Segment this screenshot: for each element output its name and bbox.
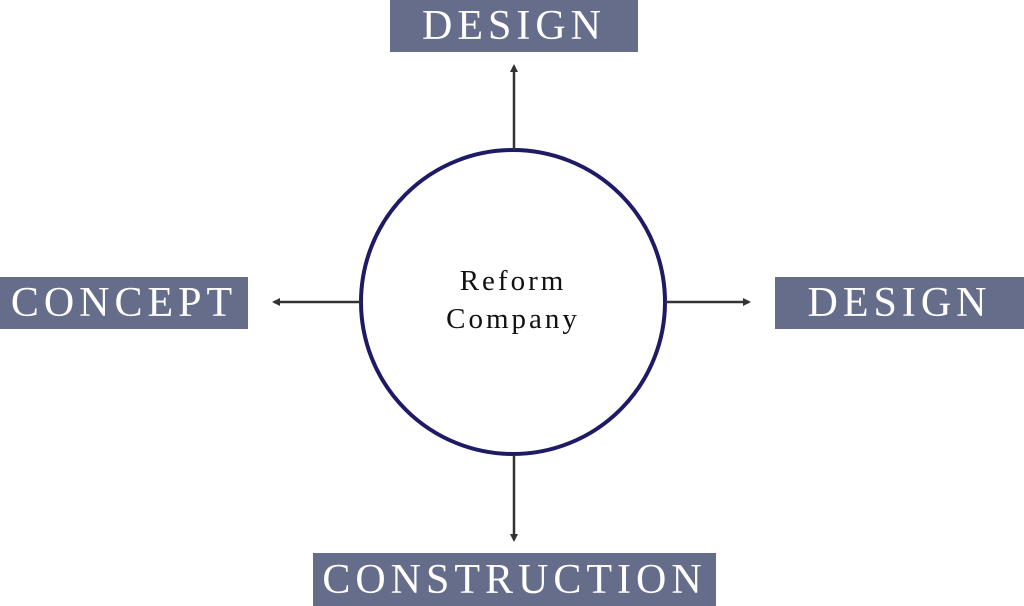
node-construction: CONSTRUCTION (313, 553, 716, 606)
center-label-line1: Reform (459, 265, 567, 297)
node-concept: CONCEPT (0, 277, 248, 329)
center-label-line2: Company (446, 303, 580, 335)
node-design-top: DESIGN (390, 0, 638, 52)
node-design-right: DESIGN (775, 277, 1024, 329)
center-label: Reform Company (413, 262, 613, 338)
